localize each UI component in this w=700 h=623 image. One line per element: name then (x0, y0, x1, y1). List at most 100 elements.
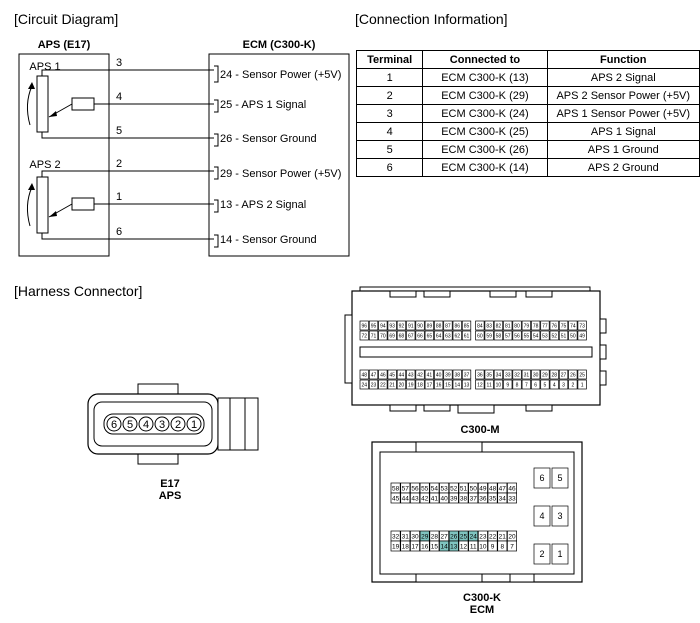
wire-ecm-label: 24 - Sensor Power (+5V) (220, 69, 341, 81)
pin-number: 20 (399, 382, 405, 388)
pin-number: 84 (477, 323, 483, 329)
pin-number: 35 (486, 372, 492, 378)
pin-number: 2 (571, 382, 574, 388)
pin-cell: 12 (458, 540, 469, 552)
pin-number: 92 (399, 323, 405, 329)
pin-number: 58 (496, 333, 502, 339)
pin-number: 56 (411, 485, 419, 492)
pin-cell: 66 (415, 330, 425, 341)
pin-cell: 82 (493, 320, 504, 331)
wire-pin: 4 (116, 91, 122, 103)
pin-cell: 30 (531, 369, 541, 380)
wire-pin: 2 (116, 158, 122, 170)
aps1-resistor (36, 75, 49, 133)
pin-number: 54 (533, 333, 539, 339)
pin-number: 53 (542, 333, 548, 339)
c300k-label: C300-K ECM (452, 592, 512, 616)
pin-number: 28 (431, 533, 439, 540)
pin-cell: 7 (507, 540, 517, 552)
pin-number: 25 (579, 372, 585, 378)
pin-number: 75 (561, 323, 567, 329)
pin-cell: 2 (568, 379, 578, 390)
pin-cell: 45 (390, 492, 401, 504)
pin-number: 9 (491, 543, 495, 550)
e17-label: E17 APS (150, 478, 190, 502)
pin-cell: 21 (387, 379, 397, 390)
pin-cell: 46 (507, 482, 517, 494)
pin-number: 45 (392, 495, 400, 502)
pin-number: 32 (392, 533, 400, 540)
pin-number: 7 (510, 543, 514, 550)
aps2-top-lead (41, 170, 110, 177)
pin-cell: 25 (577, 369, 587, 380)
pin-cell: 42 (419, 492, 430, 504)
pin-cell: 27 (439, 530, 450, 542)
e17-label-name: APS (158, 490, 182, 502)
pin-cell: 47 (368, 369, 379, 380)
pin-number: 35 (489, 495, 497, 502)
pin-cell: 85 (461, 320, 472, 331)
cell-terminal: 2 (355, 86, 424, 105)
pin-cell: 43 (406, 369, 416, 380)
aps1-label: APS 1 (29, 61, 60, 73)
pin-cell: 14 (452, 379, 462, 390)
pin-number: 11 (487, 382, 492, 388)
pin-cell: 34 (497, 492, 508, 504)
pin-number: 46 (508, 485, 516, 492)
pin-number: 33 (505, 372, 511, 378)
pin-cell: 76 (549, 320, 559, 331)
pin-cell: 6 (533, 467, 551, 489)
pin-cell: 1 (551, 543, 569, 565)
pin-number: 15 (431, 543, 439, 550)
cell-function: APS 2 Ground (546, 158, 700, 177)
pin-number: 30 (533, 372, 539, 378)
circuit-diagram: APS (E17) ECM (C300-K) APS 1 APS 2 3 24 … (18, 39, 350, 257)
pin-number: 74 (570, 323, 576, 329)
cell-function: APS 1 Sensor Power (+5V) (546, 104, 700, 123)
pin-cell: 25 (458, 530, 469, 542)
pin-cell: 91 (406, 320, 416, 331)
pin-cell: 34 (493, 369, 504, 380)
pin-cell: 10 (477, 540, 488, 552)
pin-cell: 15 (443, 379, 453, 390)
pin-cell: 65 (424, 330, 434, 341)
pin-number: 45 (389, 372, 395, 378)
aps-title: APS (E17) (38, 39, 91, 51)
pin-cell: 41 (429, 492, 440, 504)
pin-number: 54 (431, 485, 439, 492)
wire-ecm-label: 29 - Sensor Power (+5V) (220, 168, 341, 180)
cell-function: APS 1 Signal (546, 122, 700, 141)
pin-number: 53 (440, 485, 448, 492)
cell-connected: ECM C300-K (29) (422, 86, 548, 105)
pin-cell: 9 (487, 540, 498, 552)
wire-4: 2 29 - Sensor Power (+5V) (110, 158, 341, 180)
pin-number: 44 (402, 495, 410, 502)
pin-number: 78 (533, 323, 539, 329)
pin-number: 1 (191, 419, 197, 431)
pin-number: 60 (477, 333, 483, 339)
aps2-wiper-box (71, 197, 95, 211)
pin-number: 87 (445, 323, 451, 329)
pin-cell: 44 (400, 492, 411, 504)
pin-cell: 73 (577, 320, 587, 331)
pin-cell: 57 (503, 330, 513, 341)
pin-cell: 39 (448, 492, 459, 504)
pin-cell: 68 (396, 330, 407, 341)
pin-number: 66 (417, 333, 423, 339)
pin-number: 25 (460, 533, 468, 540)
pin-number: 39 (445, 372, 451, 378)
pin-cell: 86 (452, 320, 462, 331)
pin-cell: 52 (448, 482, 459, 494)
pin-number: 82 (496, 323, 502, 329)
pin-number: 64 (436, 333, 442, 339)
pin-cell: 17 (410, 540, 420, 552)
pin-cell: 53 (540, 330, 550, 341)
connection-title: [Connection Information] (355, 11, 508, 27)
pin-number: 42 (417, 372, 423, 378)
pin-cell: 47 (497, 482, 508, 494)
pin-number: 57 (402, 485, 410, 492)
pin-cell: 63 (443, 330, 453, 341)
